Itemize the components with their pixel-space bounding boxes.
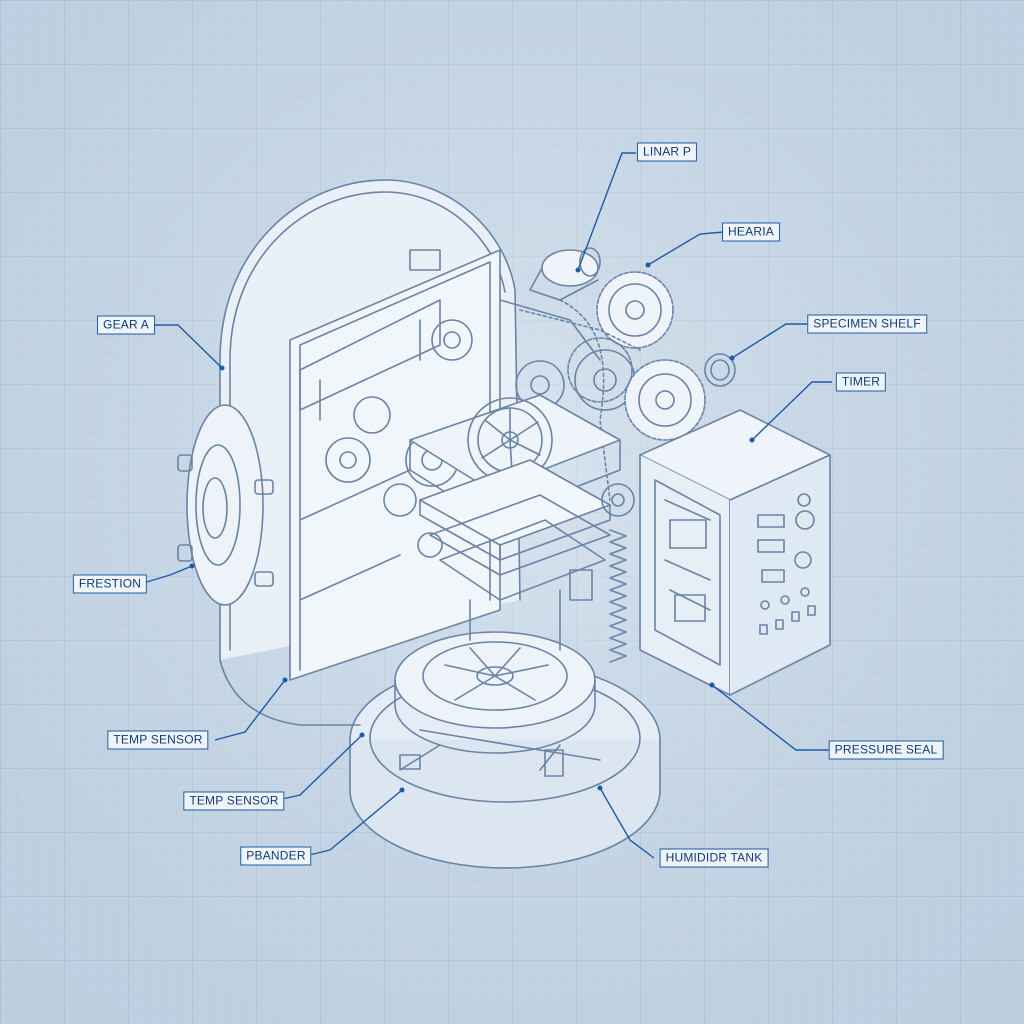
- label-temp-sensor-2: TEMP SENSOR: [183, 791, 285, 811]
- internal-gear-train: [325, 299, 636, 558]
- leader-gear-a: [148, 324, 223, 369]
- leader-freshon: [139, 565, 193, 585]
- label-specimen-shelf: SPECIMEN SHELF: [807, 314, 927, 334]
- label-freshon: FRESTION: [72, 574, 148, 594]
- chamber-shell: [219, 179, 521, 726]
- leader-lines: [139, 152, 836, 859]
- label-gear-a: GEAR A: [97, 315, 155, 335]
- exploded-gears: [519, 247, 736, 441]
- label-pressure-seal: PRESSURE SEAL: [828, 740, 944, 760]
- leader-temp-sensor-1: [214, 679, 286, 741]
- leader-heater: [647, 231, 725, 266]
- label-humidifier-tank: HUMIDIDR TANK: [659, 848, 769, 868]
- leader-timer: [751, 381, 832, 441]
- leader-humidifier-tank: [599, 787, 655, 859]
- control-box: [639, 409, 831, 696]
- leader-linear: [577, 152, 636, 271]
- leader-pressure-seal: [711, 684, 836, 751]
- base-fan: [394, 631, 596, 754]
- label-timer: TIMER: [835, 372, 887, 392]
- specimen-plates: [419, 459, 611, 651]
- label-pbander: PBANDER: [240, 846, 312, 866]
- spring-assembly: [569, 483, 635, 663]
- leader-temp-sensor-2: [277, 734, 363, 801]
- label-heater: HEARIA: [722, 222, 780, 242]
- leader-pbander: [304, 789, 403, 857]
- chamber-door: [177, 404, 274, 606]
- label-linear: LINAR P: [636, 142, 698, 162]
- label-temp-sensor-1: TEMP SENSOR: [107, 730, 209, 750]
